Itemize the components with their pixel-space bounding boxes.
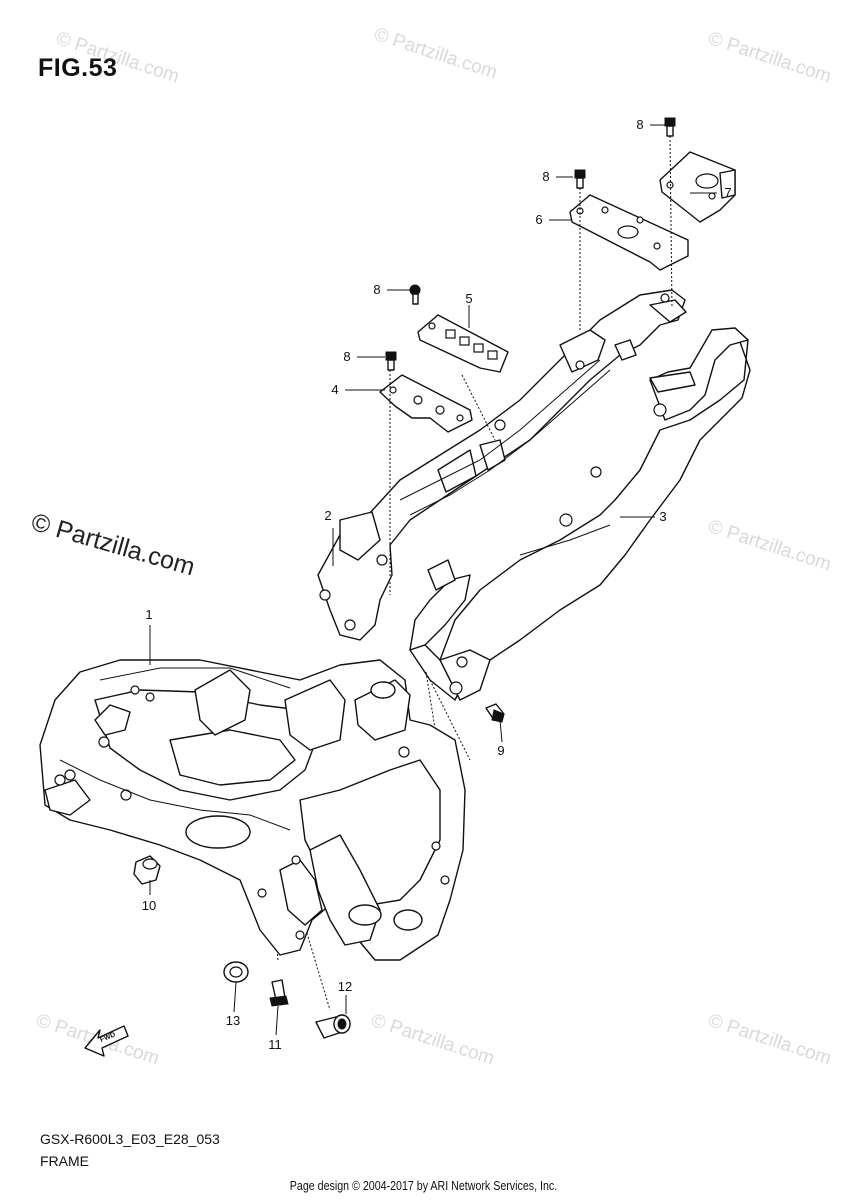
fwd-arrow-icon: FWD bbox=[84, 1025, 129, 1057]
bracket-4[interactable] bbox=[379, 374, 473, 433]
callout-5[interactable]: 5 bbox=[465, 291, 473, 306]
callout-8[interactable]: 8 bbox=[542, 169, 550, 184]
callout-4[interactable]: 4 bbox=[331, 382, 339, 397]
bolt-8-middle[interactable] bbox=[409, 284, 421, 305]
bolt-11[interactable] bbox=[269, 979, 289, 1007]
figure-name: FRAME bbox=[40, 1153, 89, 1169]
callout-8[interactable]: 8 bbox=[636, 117, 644, 132]
plate-6[interactable] bbox=[569, 194, 689, 271]
callout-11[interactable]: 11 bbox=[268, 1037, 282, 1052]
callout-8[interactable]: 8 bbox=[373, 282, 381, 297]
callout-12[interactable]: 12 bbox=[337, 979, 353, 994]
callout-2[interactable]: 2 bbox=[324, 508, 332, 523]
bolt-8-upper[interactable] bbox=[574, 169, 586, 189]
callout-1[interactable]: 1 bbox=[145, 607, 153, 622]
callout-7[interactable]: 7 bbox=[724, 185, 732, 200]
copyright-notice: Page design © 2004-2017 by ARI Network S… bbox=[289, 1178, 558, 1193]
main-frame[interactable] bbox=[39, 659, 466, 961]
collar-10[interactable] bbox=[133, 855, 161, 885]
bracket-5[interactable] bbox=[417, 314, 509, 373]
bolt-12[interactable] bbox=[315, 1014, 351, 1039]
callout-9[interactable]: 9 bbox=[497, 743, 505, 758]
figure-code: GSX-R600L3_E03_E28_053 bbox=[40, 1131, 220, 1147]
bolt-8-top[interactable] bbox=[664, 117, 676, 137]
seat-rail-right[interactable] bbox=[409, 327, 751, 701]
bolt-8-lower[interactable] bbox=[385, 351, 397, 371]
figure-title: FIG.53 bbox=[38, 54, 118, 82]
plate-7[interactable] bbox=[659, 151, 736, 223]
callout-8[interactable]: 8 bbox=[343, 349, 351, 364]
callout-6[interactable]: 6 bbox=[535, 212, 543, 227]
seat-rail-left[interactable] bbox=[317, 289, 687, 641]
callout-3[interactable]: 3 bbox=[659, 509, 667, 524]
washer-13[interactable] bbox=[223, 961, 249, 983]
callout-13[interactable]: 13 bbox=[225, 1013, 241, 1028]
callout-10[interactable]: 10 bbox=[141, 898, 157, 913]
bolt-9[interactable] bbox=[485, 703, 505, 723]
